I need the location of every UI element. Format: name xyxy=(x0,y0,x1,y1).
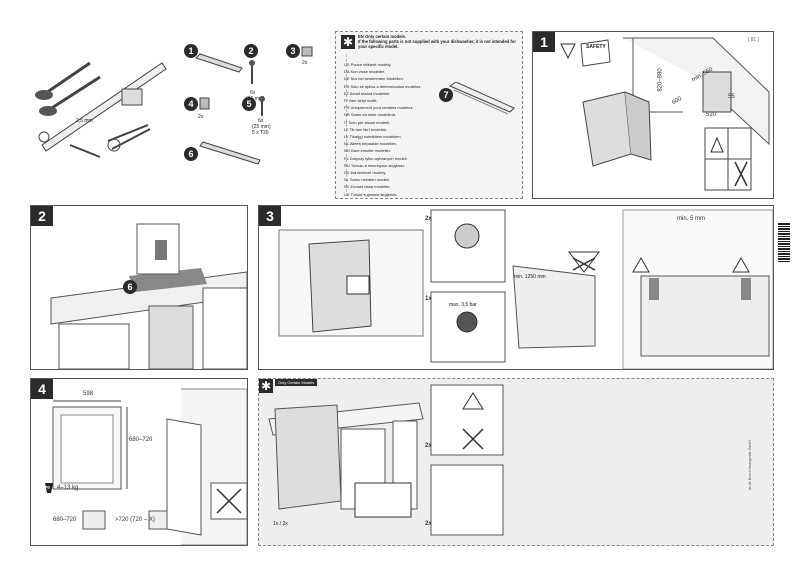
min-gap-label: min. 5 mm xyxy=(677,216,706,222)
part-number: 5 xyxy=(242,97,256,111)
only-certain-models-notice: ✱ EN Only certain models. If the followi… xyxy=(335,31,523,199)
lang-line: SV Endast vissa modeller. xyxy=(344,184,391,190)
part-extra: 5 x T20 xyxy=(252,130,269,136)
range-2-label: >720 (720 – X) xyxy=(115,517,155,523)
rail-part-illustration xyxy=(448,82,515,115)
corner-label: [ 81 ] xyxy=(748,37,760,43)
barcode xyxy=(778,222,790,262)
step-2-illustration xyxy=(50,223,247,369)
part-size: (35 mm) xyxy=(246,96,265,102)
dim-height: 820–880 xyxy=(657,68,664,92)
step-number: 4 xyxy=(31,379,53,399)
lang-line: DE Nur bei bestimmten Modellen. xyxy=(344,76,404,82)
part-qty: 6x xyxy=(250,90,256,96)
part-qty: 2x xyxy=(302,60,308,66)
height-label: 680–720 xyxy=(129,437,153,443)
lang-line: PL Dotyczy tylko wybranych modeli. xyxy=(344,155,408,161)
tools-ruler-label: 2,5 mm xyxy=(76,118,93,124)
lang-line: DA Kun visse modeller. xyxy=(344,69,386,75)
lang-line: LV Tikai(g) noteiktiem modeļiem. xyxy=(344,134,402,140)
part-size: (25 mm) xyxy=(252,124,271,130)
lang-line: NO Bare enkelte modeller. xyxy=(344,148,391,154)
lang-line: HR Samo za neke modelima. xyxy=(344,112,397,118)
range-1-label: 680–720 xyxy=(53,517,77,523)
pressure-label: max. 3,5 bar xyxy=(449,302,477,308)
step-2-panel: 2 6 xyxy=(30,205,248,370)
lang-line: SL Samo nekateri modeli. xyxy=(344,177,390,183)
hose-label: min. 1250 mm xyxy=(514,274,546,280)
lang-line: NL Alleen bepaalde modellen. xyxy=(344,141,398,147)
dim-520: 520 xyxy=(706,112,717,118)
lang-line: ES Sólo se aplica a determinados modelos… xyxy=(344,83,422,89)
weight-label: 4–13 kg xyxy=(57,485,79,491)
qty-bottom: 2x xyxy=(425,521,432,527)
notice-subtitle: If the following parts is not supplied w… xyxy=(358,39,516,49)
side-imprint: de-de Bosch Hausgeräte GmbH xyxy=(748,440,752,490)
parts-list: 1 2 6x (35 mm) 3 2x 4 2x 5 6x (25 mm) 5 … xyxy=(180,40,320,170)
lang-line: IT Solo per alcuni modelli. xyxy=(344,119,390,125)
lang-line: LT Tik tam tikri modeliai. xyxy=(344,126,387,132)
step-number: 1 xyxy=(533,32,555,52)
lang-line: RU Только в некоторых моделях. xyxy=(344,162,406,168)
part-number: 2 xyxy=(244,44,258,58)
step-number: 3 xyxy=(259,206,281,226)
dim-55: 55 xyxy=(728,94,735,100)
part-6-marker: 6 xyxy=(123,280,137,294)
qty-top: 2x xyxy=(425,443,432,449)
part-number: 4 xyxy=(184,97,198,111)
notice-title: EN Only certain models. xyxy=(358,34,407,39)
part-number: 1 xyxy=(184,44,198,58)
star-icon: ✱ xyxy=(259,379,273,393)
certain-models-label: Only Certain Models xyxy=(275,379,318,386)
language-list: CS Pouze některé modely. DA Kun visse mo… xyxy=(344,61,442,198)
width-label: 598 xyxy=(83,391,94,397)
qty-2x: 2x xyxy=(425,216,432,222)
step-3-illustration xyxy=(278,209,773,369)
part-qty: 6x xyxy=(258,118,264,124)
step-3-panel: 3 2x 1x min. 1250 mm max. 3,5 bar min. 5… xyxy=(258,205,774,370)
lang-line: FR Uniquement pour certains modèles. xyxy=(344,105,414,111)
lang-line: ET Ainult teatud mudelitel. xyxy=(344,90,391,96)
part-number: 3 xyxy=(286,44,300,58)
kg-icon: kg xyxy=(45,484,50,489)
step-number: 2 xyxy=(31,206,53,226)
qty-1x: 1x xyxy=(425,296,432,302)
part-7-number: 7 xyxy=(439,88,453,102)
step-4-panel: 4 598 680–720 kg 4–13 kg 680–720 >720 (7… xyxy=(30,378,248,546)
part-qty: 2x xyxy=(198,114,204,120)
lang-line: UK Тільки в деяких моделях. xyxy=(344,191,398,197)
certain-models-illustration xyxy=(268,384,504,536)
lang-line: FI Vain tietyt mallit. xyxy=(344,98,378,104)
star-icon: ✱ xyxy=(341,35,355,49)
safety-label: SAFETY xyxy=(586,44,606,50)
step-4-illustration xyxy=(45,388,247,545)
lang-line: SK Iba niektoré modely. xyxy=(344,170,387,176)
certain-models-panel: ✱ Only Certain Models 2x 2x 1x / 2x xyxy=(258,378,774,546)
part-number: 6 xyxy=(184,147,198,161)
step-1-panel: 1 [ 81 ] SAFETY 820–880 min. 550 600 55 … xyxy=(532,31,774,199)
qty-screws: 1x / 2x xyxy=(273,521,288,527)
lang-line: CS Pouze některé modely. xyxy=(344,62,392,67)
step-1-illustration xyxy=(560,37,770,191)
tools-illustration: 2,5 mm xyxy=(30,45,170,165)
